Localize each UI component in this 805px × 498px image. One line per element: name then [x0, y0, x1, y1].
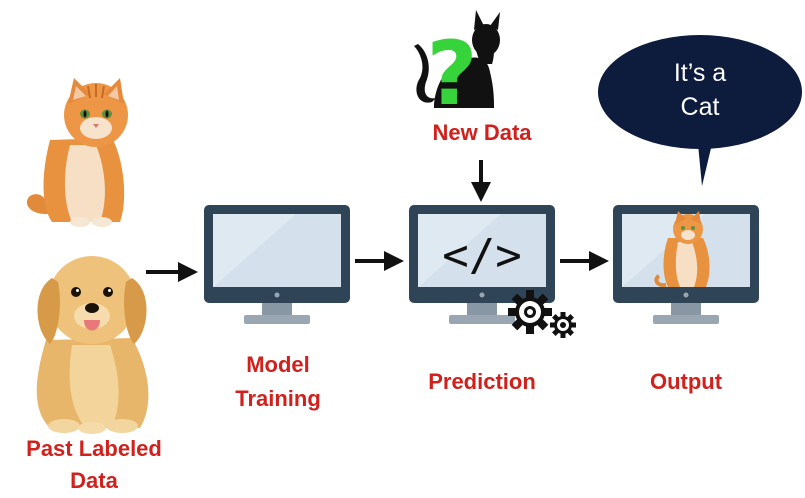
label-past-labeled: Past Labeled — [26, 436, 162, 461]
label-model: Model — [246, 352, 310, 377]
bubble-line-2: Cat — [680, 93, 720, 121]
label-data: Data — [70, 468, 118, 493]
code-symbol: </> — [442, 230, 521, 281]
question-mark-icon: ? — [426, 22, 477, 125]
bubble-line-1: It’s a — [673, 59, 727, 87]
cat-photo — [26, 78, 128, 227]
monitor-prediction — [409, 205, 555, 324]
cat-silhouette-icon — [414, 10, 500, 108]
label-new-data: New Data — [432, 120, 532, 145]
gear-icon — [508, 290, 552, 334]
small-gear-icon — [550, 312, 576, 338]
dog-photo — [36, 256, 149, 434]
output-cat-photo — [654, 211, 710, 288]
monitor-training — [204, 205, 350, 324]
speech-bubble — [598, 35, 802, 186]
label-prediction: Prediction — [428, 369, 536, 394]
label-training: Training — [235, 386, 321, 411]
label-output: Output — [649, 369, 723, 394]
